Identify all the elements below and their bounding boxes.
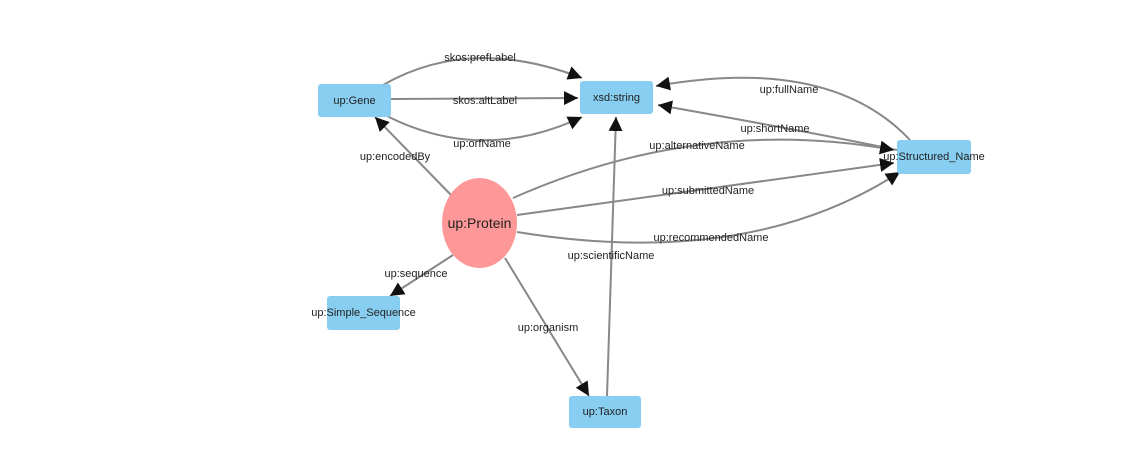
node-taxon-label: up:Taxon — [582, 406, 628, 418]
node-structured-name-label: up:Structured_Name — [883, 151, 985, 163]
edge-fullname[interactable] — [655, 76, 911, 141]
edge-label-recommended: up:recommendedName — [654, 232, 769, 244]
edge-altname[interactable] — [512, 138, 895, 199]
edge-label-shortname: up:shortName — [740, 123, 809, 135]
edge-organism[interactable] — [504, 257, 590, 397]
edge-label-altlabel: skos:altLabel — [453, 95, 517, 107]
edge-shortname[interactable] — [657, 100, 898, 151]
edge-sequence[interactable] — [389, 254, 454, 297]
edge-label-orfname: up:orfName — [453, 138, 510, 150]
edge-altlabel[interactable] — [390, 91, 579, 106]
node-protein-label: up:Protein — [447, 215, 512, 231]
node-protein[interactable]: up:Protein — [442, 178, 517, 268]
edge-label-submitted: up:submittedName — [662, 185, 754, 197]
node-simple-sequence-label: up:Simple_Sequence — [311, 307, 416, 319]
node-xsd-string[interactable]: xsd:string — [580, 81, 653, 114]
edge-label-scientific: up:scientificName — [568, 250, 655, 262]
node-gene[interactable]: up:Gene — [318, 84, 391, 117]
node-gene-label: up:Gene — [333, 94, 376, 107]
node-xsd-string-label: xsd:string — [592, 91, 641, 104]
edge-label-preflabel: skos:prefLabel — [444, 52, 516, 64]
edge-submitted[interactable] — [516, 157, 895, 216]
edge-label-organism: up:organism — [518, 322, 579, 334]
edge-orfname[interactable] — [382, 113, 583, 142]
edge-preflabel[interactable] — [382, 57, 583, 86]
edge-scientific[interactable] — [606, 116, 623, 397]
edge-label-sequence: up:sequence — [385, 268, 448, 280]
edge-recommended[interactable] — [516, 171, 901, 244]
edge-label-fullname: up:fullName — [760, 84, 819, 96]
edge-label-altname: up:alternativeName — [649, 140, 744, 152]
node-structured-name[interactable]: up:Structured_Name — [883, 140, 985, 174]
node-simple-sequence[interactable]: up:Simple_Sequence — [311, 296, 416, 330]
edge-encodedby[interactable] — [374, 116, 453, 197]
node-taxon[interactable]: up:Taxon — [569, 396, 641, 428]
edge-label-encodedby: up:encodedBy — [360, 151, 431, 163]
